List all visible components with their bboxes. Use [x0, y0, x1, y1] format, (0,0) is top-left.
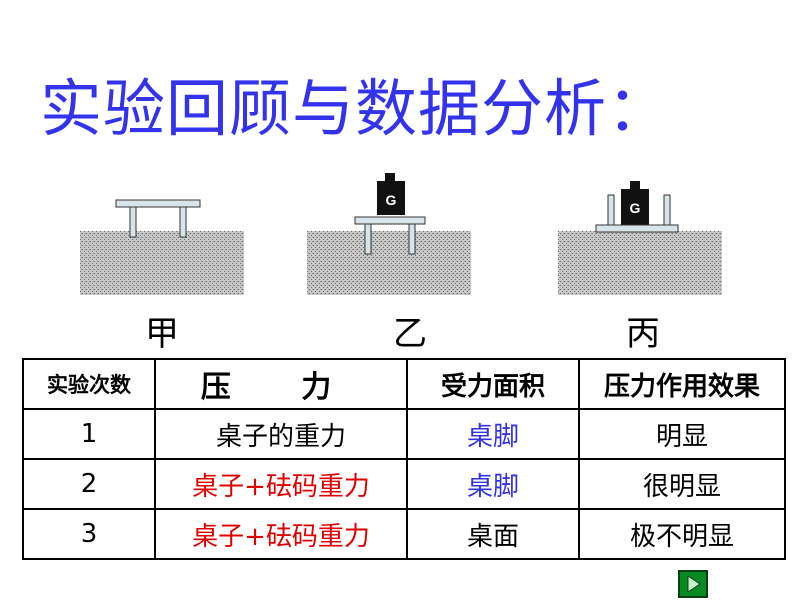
weight-knob — [385, 173, 395, 181]
play-next-icon — [687, 575, 701, 593]
cell-force: 桌子+砝码重力 — [154, 458, 408, 510]
cell-effect: 明显 — [578, 408, 786, 460]
header-effect: 压力作用效果 — [578, 358, 786, 410]
cell-area: 桌面 — [406, 508, 580, 560]
table-on-sponge-diagram — [80, 199, 244, 295]
table-leg-left — [607, 194, 615, 226]
table-weight-legs-diagram: G — [307, 173, 471, 295]
table-leg-right — [408, 223, 416, 255]
sponge — [558, 231, 722, 295]
table-leg-left — [129, 206, 137, 238]
cell-force: 桌子+砝码重力 — [154, 508, 408, 560]
page-title: 实验回顾与数据分析： — [40, 72, 671, 145]
cell-effect: 极不明显 — [578, 508, 786, 560]
weight-label: G — [630, 200, 641, 216]
caption-jia: 甲 — [145, 314, 179, 354]
cell-trial: 1 — [22, 408, 156, 460]
figure-yi: G — [305, 165, 473, 297]
figure-bing: G — [556, 165, 724, 297]
sponge — [307, 231, 471, 295]
caption-bing: 丙 — [626, 314, 660, 354]
table-leg-left — [364, 223, 372, 255]
table-row: 2 桌子+砝码重力 桌脚 很明显 — [22, 458, 786, 510]
table-leg-right — [663, 194, 671, 226]
table-weight-top-diagram: G — [558, 181, 722, 295]
weight-block — [621, 189, 649, 225]
table-top — [115, 199, 201, 208]
caption-yi: 乙 — [393, 314, 427, 354]
weight-knob — [630, 181, 640, 189]
cell-area: 桌脚 — [406, 408, 580, 460]
table-row: 1 桌子的重力 桌脚 明显 — [22, 408, 786, 460]
cell-area: 桌脚 — [406, 458, 580, 510]
table-top — [595, 224, 679, 233]
cell-trial: 3 — [22, 508, 156, 560]
table-leg-right — [179, 206, 187, 238]
table-row: 3 桌子+砝码重力 桌面 极不明显 — [22, 508, 786, 560]
next-slide-button[interactable] — [678, 570, 708, 598]
header-force: 压 力 — [154, 358, 408, 410]
table-top — [354, 216, 426, 225]
weight-label: G — [386, 192, 397, 208]
cell-effect: 很明显 — [578, 458, 786, 510]
header-trial: 实验次数 — [22, 358, 156, 410]
figure-jia — [78, 165, 246, 297]
sponge — [80, 231, 244, 295]
cell-trial: 2 — [22, 458, 156, 510]
table-header-row: 实验次数 压 力 受力面积 压力作用效果 — [22, 358, 786, 410]
header-area: 受力面积 — [406, 358, 580, 410]
data-table: 实验次数 压 力 受力面积 压力作用效果 1 桌子的重力 桌脚 明显 2 桌子+… — [22, 358, 786, 560]
cell-force: 桌子的重力 — [154, 408, 408, 460]
weight-block — [377, 181, 405, 215]
